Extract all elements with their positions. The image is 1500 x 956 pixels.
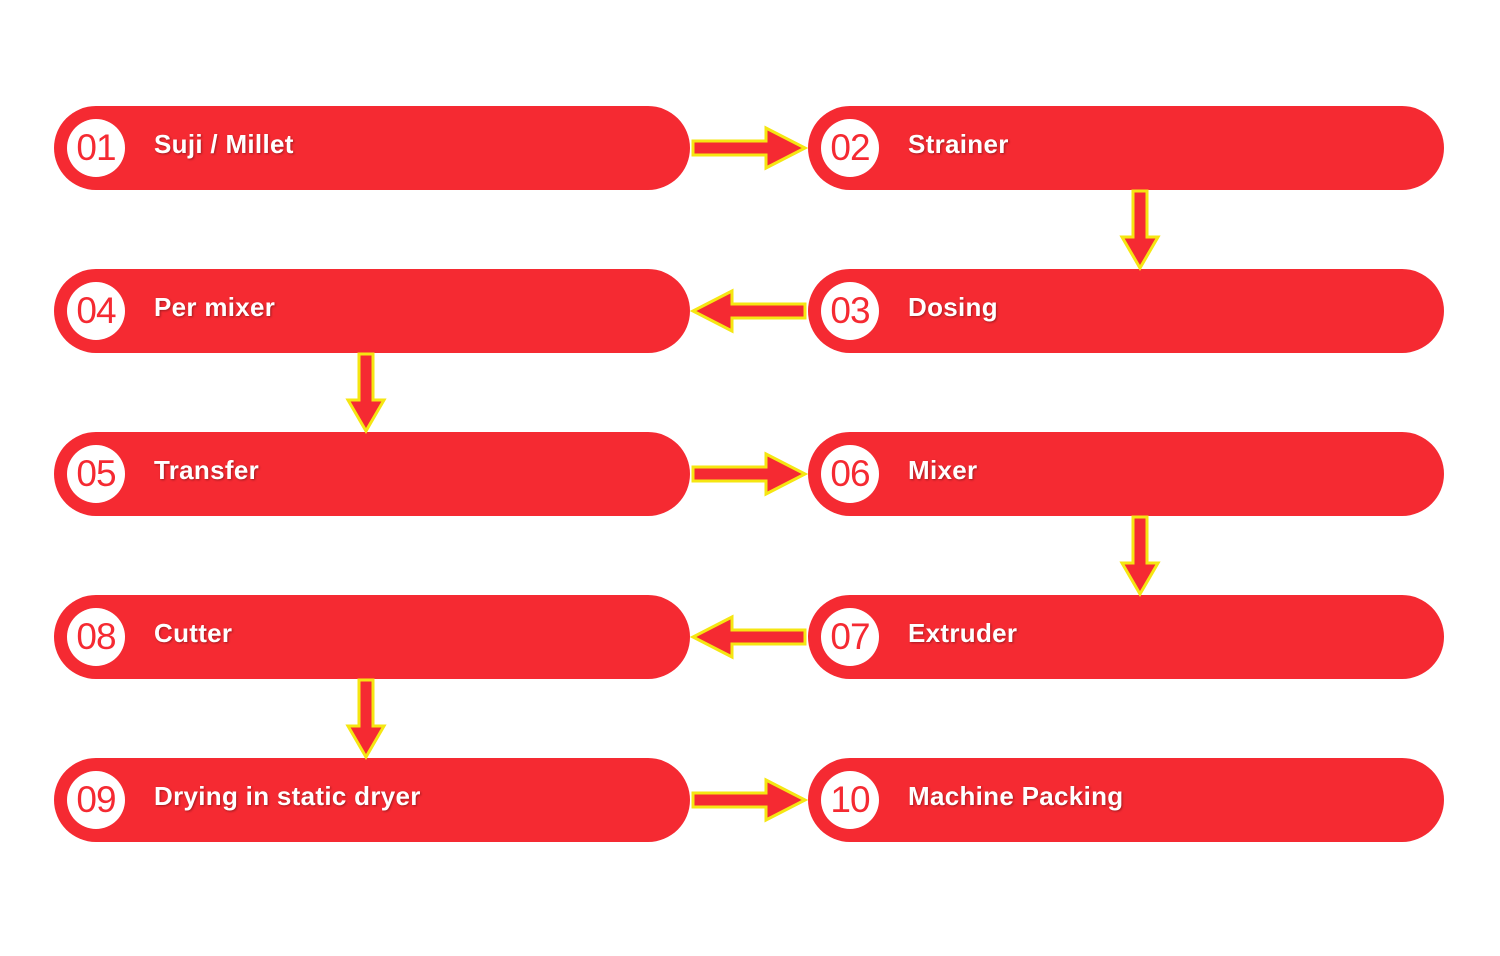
step-05-number: 05 [67,445,125,503]
step-10-number: 10 [821,771,879,829]
step-01-number: 01 [67,119,125,177]
arrow-left-icon [689,288,807,334]
step-01-label: Suji / Millet [154,129,294,159]
arrow-down-icon [1119,515,1161,597]
step-02-number: 02 [821,119,879,177]
arrow-right-icon [691,451,809,497]
arrow-left-icon [689,614,807,660]
step-05-pill: 05 Transfer [54,432,690,516]
step-03-label: Dosing [908,292,998,322]
step-07-pill: 07 Extruder [808,595,1444,679]
step-02-pill: 02 Strainer [808,106,1444,190]
step-02-label: Strainer [908,129,1009,159]
arrow-down-icon [345,352,387,434]
step-10-label: Machine Packing [908,781,1124,811]
step-10-pill: 10 Machine Packing [808,758,1444,842]
step-04-pill: 04 Per mixer [54,269,690,353]
step-08-pill: 08 Cutter [54,595,690,679]
step-09-number: 09 [67,771,125,829]
step-09-pill: 09 Drying in static dryer [54,758,690,842]
step-06-label: Mixer [908,455,978,485]
step-07-label: Extruder [908,618,1018,648]
step-04-label: Per mixer [154,292,276,322]
arrow-down-icon [345,678,387,760]
step-08-number: 08 [67,608,125,666]
step-03-number: 03 [821,282,879,340]
step-09-label: Drying in static dryer [154,781,421,811]
step-08-label: Cutter [154,618,233,648]
step-04-number: 04 [67,282,125,340]
step-01-pill: 01 Suji / Millet [54,106,690,190]
step-03-pill: 03 Dosing [808,269,1444,353]
step-05-label: Transfer [154,455,260,485]
arrow-right-icon [691,125,809,171]
step-06-pill: 06 Mixer [808,432,1444,516]
step-07-number: 07 [821,608,879,666]
step-06-number: 06 [821,445,879,503]
arrow-right-icon [691,777,809,823]
arrow-down-icon [1119,189,1161,271]
